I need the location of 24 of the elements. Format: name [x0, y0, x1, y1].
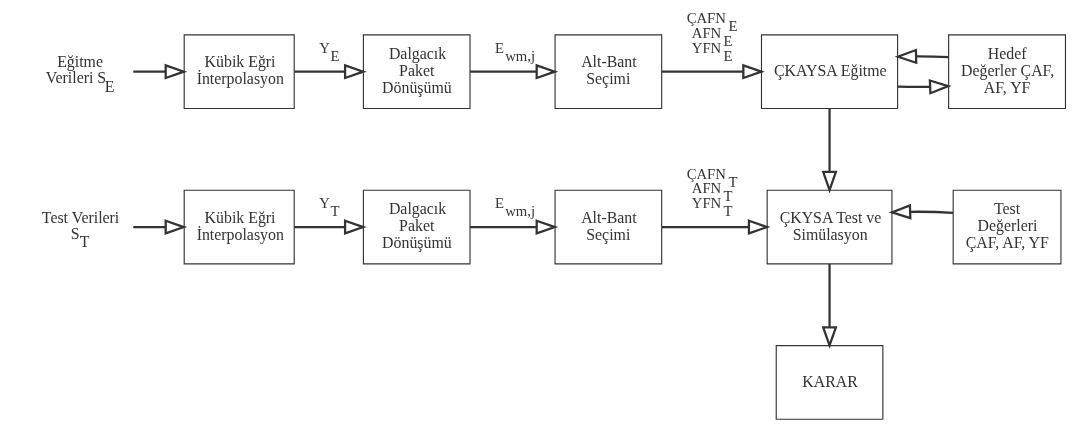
arrow	[821, 264, 837, 349]
node-box: ÇKYSA Test ve Simülasyon	[766, 189, 892, 265]
arrow	[661, 63, 765, 80]
node-box: Hedef Değerler ÇAF, AF, YF	[947, 34, 1066, 110]
arrow	[132, 219, 187, 235]
arrow	[894, 48, 948, 65]
node-box: KARAR	[775, 345, 883, 420]
node-box: Kübik Eğri İnterpolasyon	[183, 189, 295, 265]
node-box: Kübik Eğri İnterpolasyon	[183, 34, 295, 110]
arrow	[469, 219, 558, 235]
node-box: ÇKAYSA Eğitme	[760, 34, 898, 110]
node-box: Alt-Bant Seçimi	[554, 34, 662, 110]
arrow	[293, 219, 367, 235]
arrow	[897, 78, 952, 95]
node-box: Test Değerleri ÇAF, AF, YF	[952, 189, 1061, 265]
node-box: Alt-Bant Seçimi	[554, 189, 662, 265]
arrow	[293, 63, 367, 80]
arrow	[132, 63, 187, 80]
node-box: Dalgacık Paket Dönüşümü	[362, 189, 471, 265]
arrow	[888, 203, 953, 220]
node-box: Dalgacık Paket Dönüşümü	[362, 34, 471, 110]
arrow	[469, 63, 558, 80]
arrow	[661, 219, 771, 235]
arrow	[821, 108, 837, 194]
